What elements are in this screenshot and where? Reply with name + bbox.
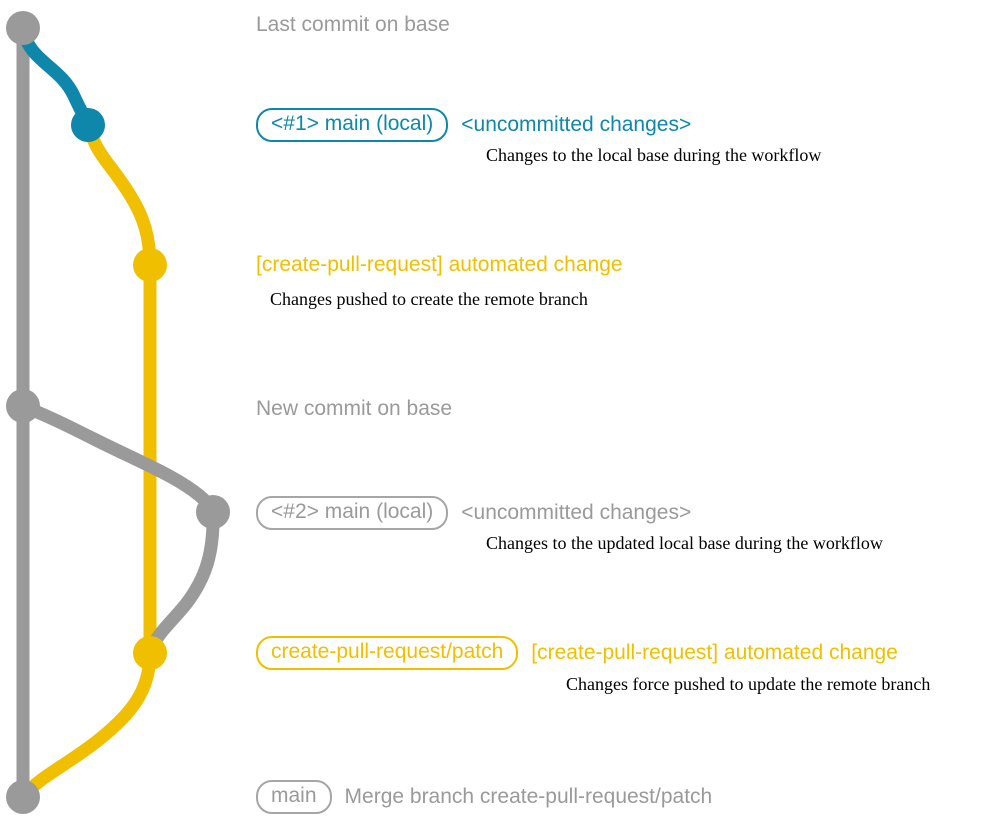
- heading-last-commit-on-base: Last commit on base: [256, 13, 450, 36]
- row-last-commit-on-base: Last commit on base: [256, 13, 450, 37]
- node-merge: [6, 780, 40, 814]
- row-new-commit-on-base: New commit on base: [256, 397, 452, 421]
- row-local-1: <#1> main (local) <uncommitted changes>: [256, 108, 692, 143]
- branch-pill-local-2[interactable]: <#2> main (local): [256, 496, 449, 531]
- row-local-2: <#2> main (local) <uncommitted changes>: [256, 496, 692, 531]
- branch-pill-main[interactable]: main: [256, 780, 332, 815]
- row-patch-branch: create-pull-request/patch [create-pull-r…: [256, 636, 898, 671]
- edge-base-to-local1: [16, 23, 95, 132]
- commit-message-patch: [create-pull-request] automated change: [531, 641, 898, 665]
- edge-basenew-to-local2: [16, 399, 220, 519]
- node-patch-1: [133, 248, 167, 282]
- subtext-local-1: Changes to the local base during the wor…: [486, 145, 822, 165]
- branch-pill-local-1[interactable]: <#1> main (local): [256, 108, 449, 143]
- commit-message-local-1: <uncommitted changes>: [461, 113, 692, 137]
- commit-message-merge: Merge branch create-pull-request/patch: [344, 785, 713, 809]
- row-merge-commit: main Merge branch create-pull-request/pa…: [256, 780, 713, 815]
- node-patch-2: [133, 636, 167, 670]
- heading-new-commit-on-base: New commit on base: [256, 397, 453, 420]
- node-local-2: [196, 495, 230, 529]
- branch-pill-patch[interactable]: create-pull-request/patch: [256, 636, 519, 671]
- edge-patch2-to-merge: [16, 646, 157, 804]
- subtext-patch: Changes force pushed to update the remot…: [566, 674, 931, 694]
- commit-message-local-2: <uncommitted changes>: [461, 501, 692, 525]
- edge-local1-to-patch1: [81, 118, 157, 272]
- node-base-head: [6, 11, 40, 45]
- subtext-local-2: Changes to the updated local base during…: [486, 533, 883, 553]
- node-base-new: [6, 389, 40, 423]
- subtext-automated-1: Changes pushed to create the remote bran…: [270, 289, 588, 309]
- edge-local2-to-patch2: [143, 505, 220, 660]
- node-local-1: [71, 108, 105, 142]
- commit-message-automated-1: [create-pull-request] automated change: [256, 253, 623, 276]
